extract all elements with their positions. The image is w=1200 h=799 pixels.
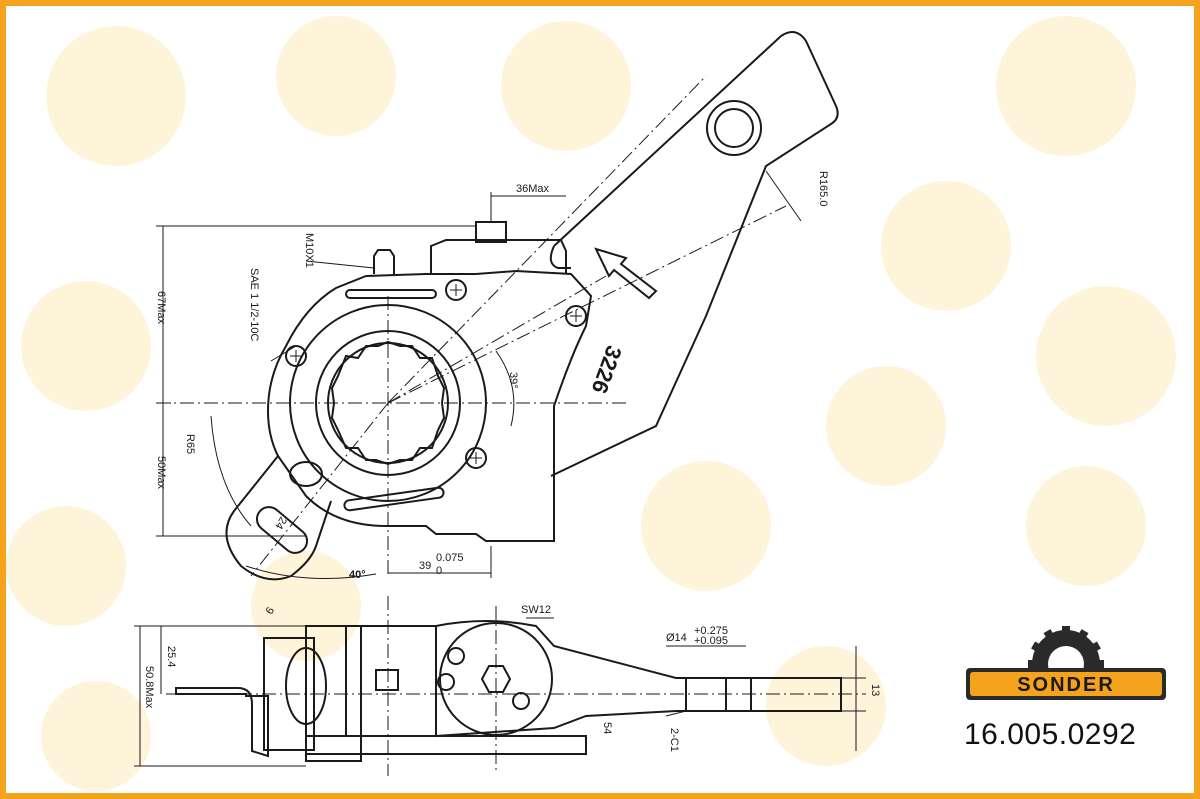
side-hex-bolt: [480, 665, 512, 693]
dim-m10: M10X1: [303, 233, 315, 268]
housing-body: [266, 269, 593, 542]
side-flange: [175, 687, 269, 758]
side-dim-13: 13: [869, 684, 881, 696]
centerline-foot: [250, 402, 389, 577]
side-seal: [285, 647, 327, 725]
dim-39-tol-bottom: 0: [436, 565, 442, 577]
grease-nipple: [373, 249, 395, 274]
dim-39-tol-top: 0.075: [436, 552, 464, 564]
dim-r165-leader: [765, 170, 802, 222]
screws: [285, 279, 587, 469]
dim-40-arc: [245, 565, 377, 579]
dim-r65-arc: [210, 415, 252, 527]
logo-text: SONDER: [1017, 674, 1115, 696]
watermark-gears: [6, 16, 1176, 791]
dim-36: 36Max: [516, 183, 550, 195]
side-bottom-base: [305, 735, 587, 755]
dim-m10-leader: [305, 260, 375, 269]
spline-teeth: [330, 340, 446, 466]
dim-sae: SAE 1 1/2-10C: [248, 268, 260, 341]
side-hole-2: [437, 673, 455, 691]
dim-r65: R65: [184, 434, 196, 454]
side-body: [345, 625, 437, 737]
side-dim-54: 54: [601, 722, 613, 734]
housing-upper-slot: [345, 289, 437, 299]
side-dim-dia: Ø14: [666, 632, 687, 644]
sonder-logo: SONDER: [966, 626, 1166, 700]
side-dim-c1: 2-C1: [668, 728, 680, 752]
housing-slot: [343, 486, 445, 512]
dim-24: 24: [272, 515, 289, 532]
technical-drawing: 36Max R165.0 M10X1 SAE 1 1/2-10C 67Max 5…: [6, 16, 1176, 791]
side-nut: [375, 669, 399, 691]
side-lever-plate: [435, 620, 842, 738]
dim-h67: 67Max: [155, 291, 167, 325]
part-number: 16.005.0292: [964, 718, 1137, 751]
foot-slot: [255, 506, 309, 554]
centerline-arm: [387, 205, 787, 404]
lever-eye-outer: [706, 100, 762, 156]
side-dim-508: 50.8Max: [143, 666, 155, 709]
centerline-arrow: [387, 275, 607, 404]
lever-eye-inner: [714, 108, 754, 148]
side-hole-1: [447, 647, 465, 665]
side-view: SW12 Ø14 +0.275 +0.095 25.4 50.8Max 13 5…: [134, 596, 881, 776]
dim-39: 39: [419, 560, 431, 572]
housing-top-block: [430, 239, 567, 274]
direction-arrow: [594, 247, 658, 300]
side-dim-sw: SW12: [521, 604, 551, 616]
side-dim-dia-tol-bottom: +0.095: [694, 635, 728, 647]
side-dim-254: 25.4: [165, 646, 177, 667]
dim-39deg-arc: [495, 350, 515, 427]
lever-hook: [549, 245, 571, 269]
foot-hole: [289, 461, 323, 487]
dim-h50: 50Max: [155, 456, 167, 490]
side-hole-3: [512, 692, 530, 710]
top-view: 36Max R165.0 M10X1 SAE 1 1/2-10C 67Max 5…: [155, 31, 839, 616]
adjuster-bolt: [475, 221, 507, 243]
dim-40: 40°: [349, 569, 366, 581]
centerline-eye: [387, 75, 707, 404]
dim-r165: R165.0: [817, 171, 829, 206]
dim-39deg: 39°: [507, 372, 519, 389]
part-code: 3226: [587, 342, 627, 397]
lever-arm: [550, 31, 839, 477]
dim-9: 9: [262, 605, 275, 616]
side-dim-dia-tol-top: +0.275: [694, 625, 728, 637]
foot: [225, 455, 332, 581]
